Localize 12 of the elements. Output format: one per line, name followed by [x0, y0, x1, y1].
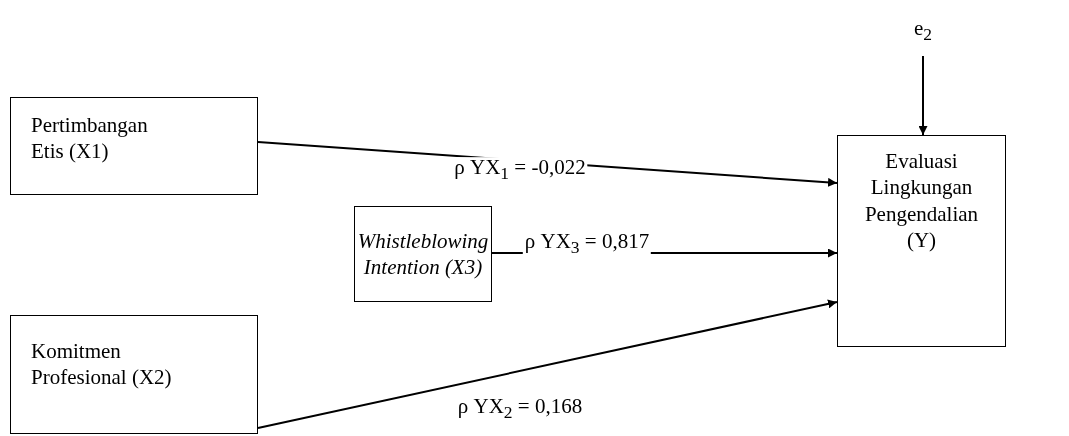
error-term-label: e$_{2}$ — [913, 15, 933, 47]
variable-name: Komitmen Profesional (X2) — [31, 338, 173, 391]
variable-box — [10, 315, 258, 434]
arrow — [918, 55, 928, 136]
variable-name: Pertimbangan Etis (X1) — [31, 112, 149, 165]
arrow — [257, 299, 838, 429]
variable-box — [10, 97, 258, 195]
edge-label: ρ YX$_{3}$ = 0,817 — [522, 231, 652, 257]
variable-name: Whistleblowing Intention (X3) — [357, 227, 489, 281]
variable-name: Evaluasi Lingkungan Pengendalian (Y) — [863, 148, 980, 253]
variable-box — [837, 135, 1006, 347]
variable-box — [354, 206, 492, 302]
